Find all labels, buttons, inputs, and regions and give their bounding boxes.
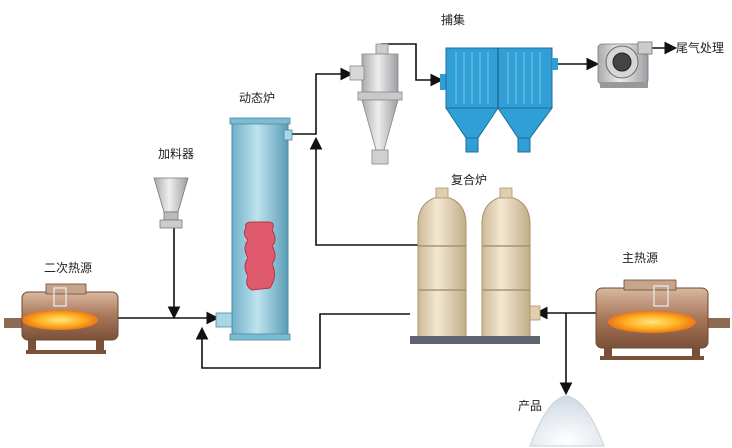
flame-icon: [22, 310, 98, 330]
dynamic-furnace: [215, 117, 293, 341]
bag-filter: [440, 47, 558, 153]
heating-core: [243, 221, 276, 291]
cyclone-separator: [349, 43, 403, 165]
main-heat-source: [595, 279, 730, 360]
label-capture: 捕集: [441, 12, 465, 27]
feeder: [153, 177, 189, 229]
label-composite-furnace: 复合炉: [451, 172, 487, 187]
pipe-furnace-to-cyclone: [290, 67, 354, 135]
composite-furnace: [410, 187, 541, 344]
flame-icon: [608, 311, 696, 333]
product-pile: [529, 395, 605, 447]
pipe-composite-to-riser: [309, 136, 418, 246]
label-feeder: 加料器: [158, 147, 194, 161]
label-exhaust: 尾气处理: [676, 40, 724, 55]
secondary-heat-source: [4, 283, 119, 354]
label-product: 产品: [518, 399, 542, 413]
label-secondary-heat: 二次热源: [44, 261, 92, 275]
label-main-heat: 主热源: [622, 251, 658, 265]
pipe-return-loop: [195, 313, 410, 369]
fan-icon: [612, 52, 632, 72]
label-dynamic-furnace: 动态炉: [239, 91, 275, 105]
exhaust-fan: [597, 41, 653, 88]
